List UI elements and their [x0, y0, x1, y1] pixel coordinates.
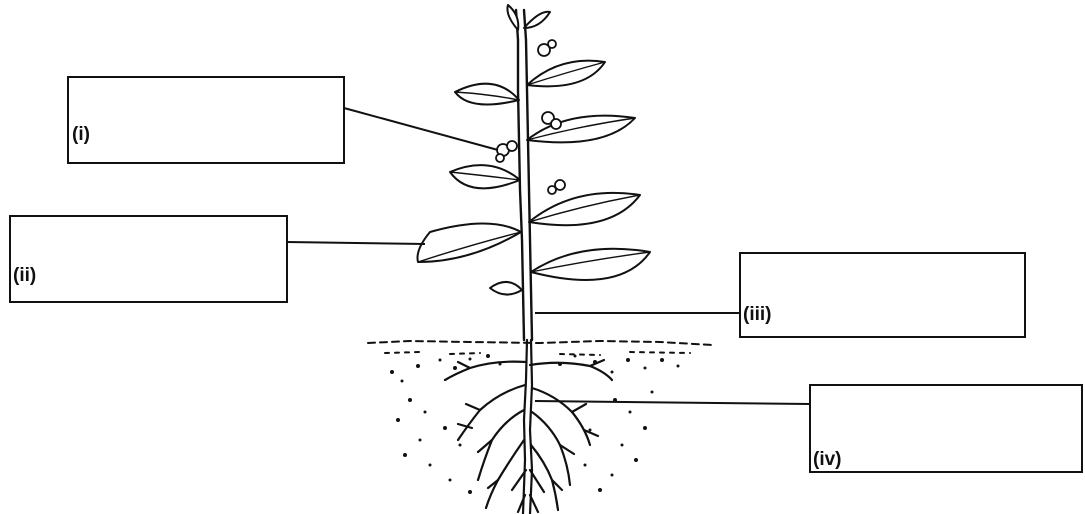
label-box-i[interactable]: (i) — [68, 77, 344, 163]
label-box-iv[interactable]: (iv) — [810, 385, 1082, 472]
leader-line-iv — [535, 401, 810, 404]
label-i-text: (i) — [72, 124, 90, 145]
leader-line-i — [344, 108, 498, 150]
label-iv-text: (iv) — [813, 449, 842, 470]
roots — [445, 340, 612, 514]
label-iii-text: (iii) — [743, 304, 772, 325]
label-box-iii[interactable]: (iii) — [740, 253, 1025, 337]
label-box-ii[interactable]: (ii) — [10, 216, 287, 302]
leaves — [418, 5, 651, 295]
leader-lines — [287, 108, 810, 404]
leader-line-ii — [287, 242, 425, 244]
label-ii-text: (ii) — [13, 265, 36, 286]
